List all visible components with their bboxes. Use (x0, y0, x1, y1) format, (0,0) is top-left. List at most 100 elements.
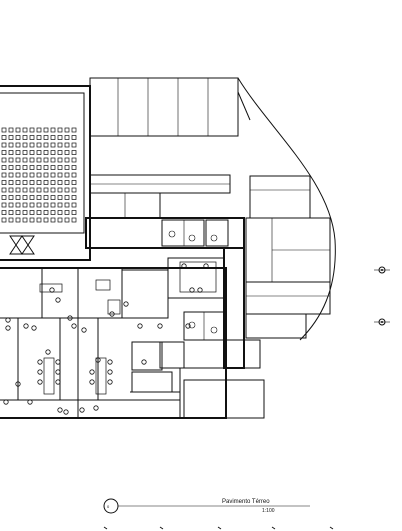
chair (31, 325, 37, 331)
auditorium-seat (57, 195, 63, 200)
auditorium-seat (36, 142, 42, 148)
auditorium-seat (8, 142, 14, 148)
chair (81, 327, 87, 333)
section-marker-label: 0 (107, 504, 110, 509)
auditorium-seat (71, 165, 77, 170)
auditorium-seat (71, 187, 77, 193)
auditorium-seat (1, 127, 7, 133)
auditorium-seat (50, 217, 56, 223)
chair (45, 349, 51, 355)
auditorium-seat (64, 202, 70, 208)
grid-tick (103, 526, 108, 530)
auditorium-seat (36, 210, 42, 215)
auditorium-seat (57, 217, 63, 223)
chair (157, 323, 163, 329)
auditorium-seat (64, 195, 70, 200)
auditorium-seat (57, 150, 63, 155)
auditorium-seat (64, 172, 70, 178)
auditorium-seat (50, 165, 56, 170)
auditorium-seat (43, 187, 49, 193)
auditorium-seat (8, 135, 14, 140)
auditorium-seat (50, 142, 56, 148)
chair (15, 381, 21, 387)
chair (57, 407, 63, 413)
auditorium-seat (36, 187, 42, 193)
axis-marker-upper (374, 266, 390, 274)
parking-rows (89, 174, 331, 339)
auditorium-seat (36, 157, 42, 163)
auditorium-seat (22, 172, 28, 178)
auditorium-seat (22, 127, 28, 133)
auditorium-seat (36, 195, 42, 200)
auditorium-seat (15, 135, 21, 140)
auditorium-seat (1, 165, 7, 170)
desk (43, 357, 55, 395)
service-core (85, 217, 245, 369)
auditorium-seat (43, 165, 49, 170)
auditorium-seat (15, 202, 21, 208)
auditorium-seat (71, 135, 77, 140)
auditorium-seat (15, 172, 21, 178)
auditorium-seat (15, 150, 21, 155)
auditorium-seat (15, 180, 21, 185)
auditorium-seat (57, 210, 63, 215)
chair (55, 379, 61, 385)
auditorium-seat (57, 202, 63, 208)
auditorium-seat (1, 202, 7, 208)
auditorium-seat (29, 135, 35, 140)
chair (89, 379, 95, 385)
auditorium-seat (43, 210, 49, 215)
auditorium-seat (8, 217, 14, 223)
chair (37, 369, 43, 375)
chair (93, 405, 99, 411)
auditorium-seat (43, 172, 49, 178)
auditorium-seat (29, 157, 35, 163)
auditorium-seat (1, 180, 7, 185)
auditorium-seat (71, 202, 77, 208)
auditorium-seat (15, 165, 21, 170)
chair (89, 369, 95, 375)
auditorium-seat (43, 202, 49, 208)
auditorium-seat (8, 127, 14, 133)
auditorium-seat (29, 150, 35, 155)
auditorium-seat (36, 150, 42, 155)
auditorium-seat (29, 195, 35, 200)
auditorium-seat (50, 180, 56, 185)
auditorium-seat (71, 142, 77, 148)
chair (55, 369, 61, 375)
chair (95, 357, 101, 363)
auditorium-seat (29, 180, 35, 185)
chair (63, 409, 69, 415)
axis-marker-lower (374, 318, 390, 326)
chair (27, 399, 33, 405)
auditorium-seat (1, 135, 7, 140)
chair (5, 317, 11, 323)
auditorium-seat (64, 150, 70, 155)
chair (109, 311, 115, 317)
auditorium-seat (1, 142, 7, 148)
auditorium-seat (57, 157, 63, 163)
auditorium-seat (36, 217, 42, 223)
auditorium-seat (43, 150, 49, 155)
auditorium-seat (22, 157, 28, 163)
chair (79, 407, 85, 413)
chair (107, 379, 113, 385)
annex-building (89, 77, 336, 341)
auditorium-seating (1, 127, 77, 223)
auditorium-seat (29, 127, 35, 133)
drawing-title: Pavimento Térreo (222, 499, 270, 505)
auditorium-seat (43, 180, 49, 185)
auditorium-seat (43, 195, 49, 200)
auditorium-seat (8, 165, 14, 170)
auditorium-seat (8, 187, 14, 193)
auditorium-seat (36, 165, 42, 170)
auditorium-seat (15, 142, 21, 148)
auditorium-seat (57, 142, 63, 148)
auditorium-seat (1, 217, 7, 223)
auditorium-seat (64, 157, 70, 163)
auditorium-seat (43, 217, 49, 223)
chair (189, 287, 195, 293)
auditorium-seat (50, 157, 56, 163)
auditorium-seat (22, 202, 28, 208)
office-furniture (3, 261, 217, 415)
